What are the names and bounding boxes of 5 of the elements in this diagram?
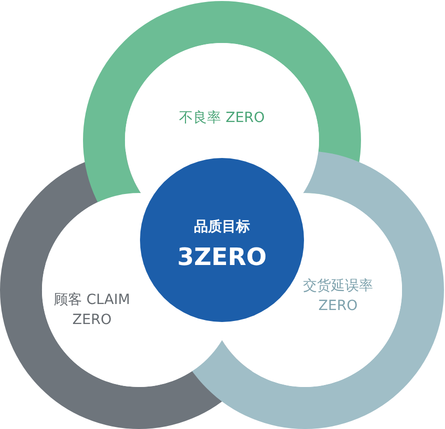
ring-label: 交货延误率 ZERO [303, 276, 373, 316]
goal-heading: 品质目标 [193, 218, 251, 238]
ring-label: 顾客 CLAIM ZERO [52, 290, 132, 330]
goal-title: 3ZERO [176, 242, 268, 273]
ring-label: 不良率 ZERO [178, 108, 266, 128]
